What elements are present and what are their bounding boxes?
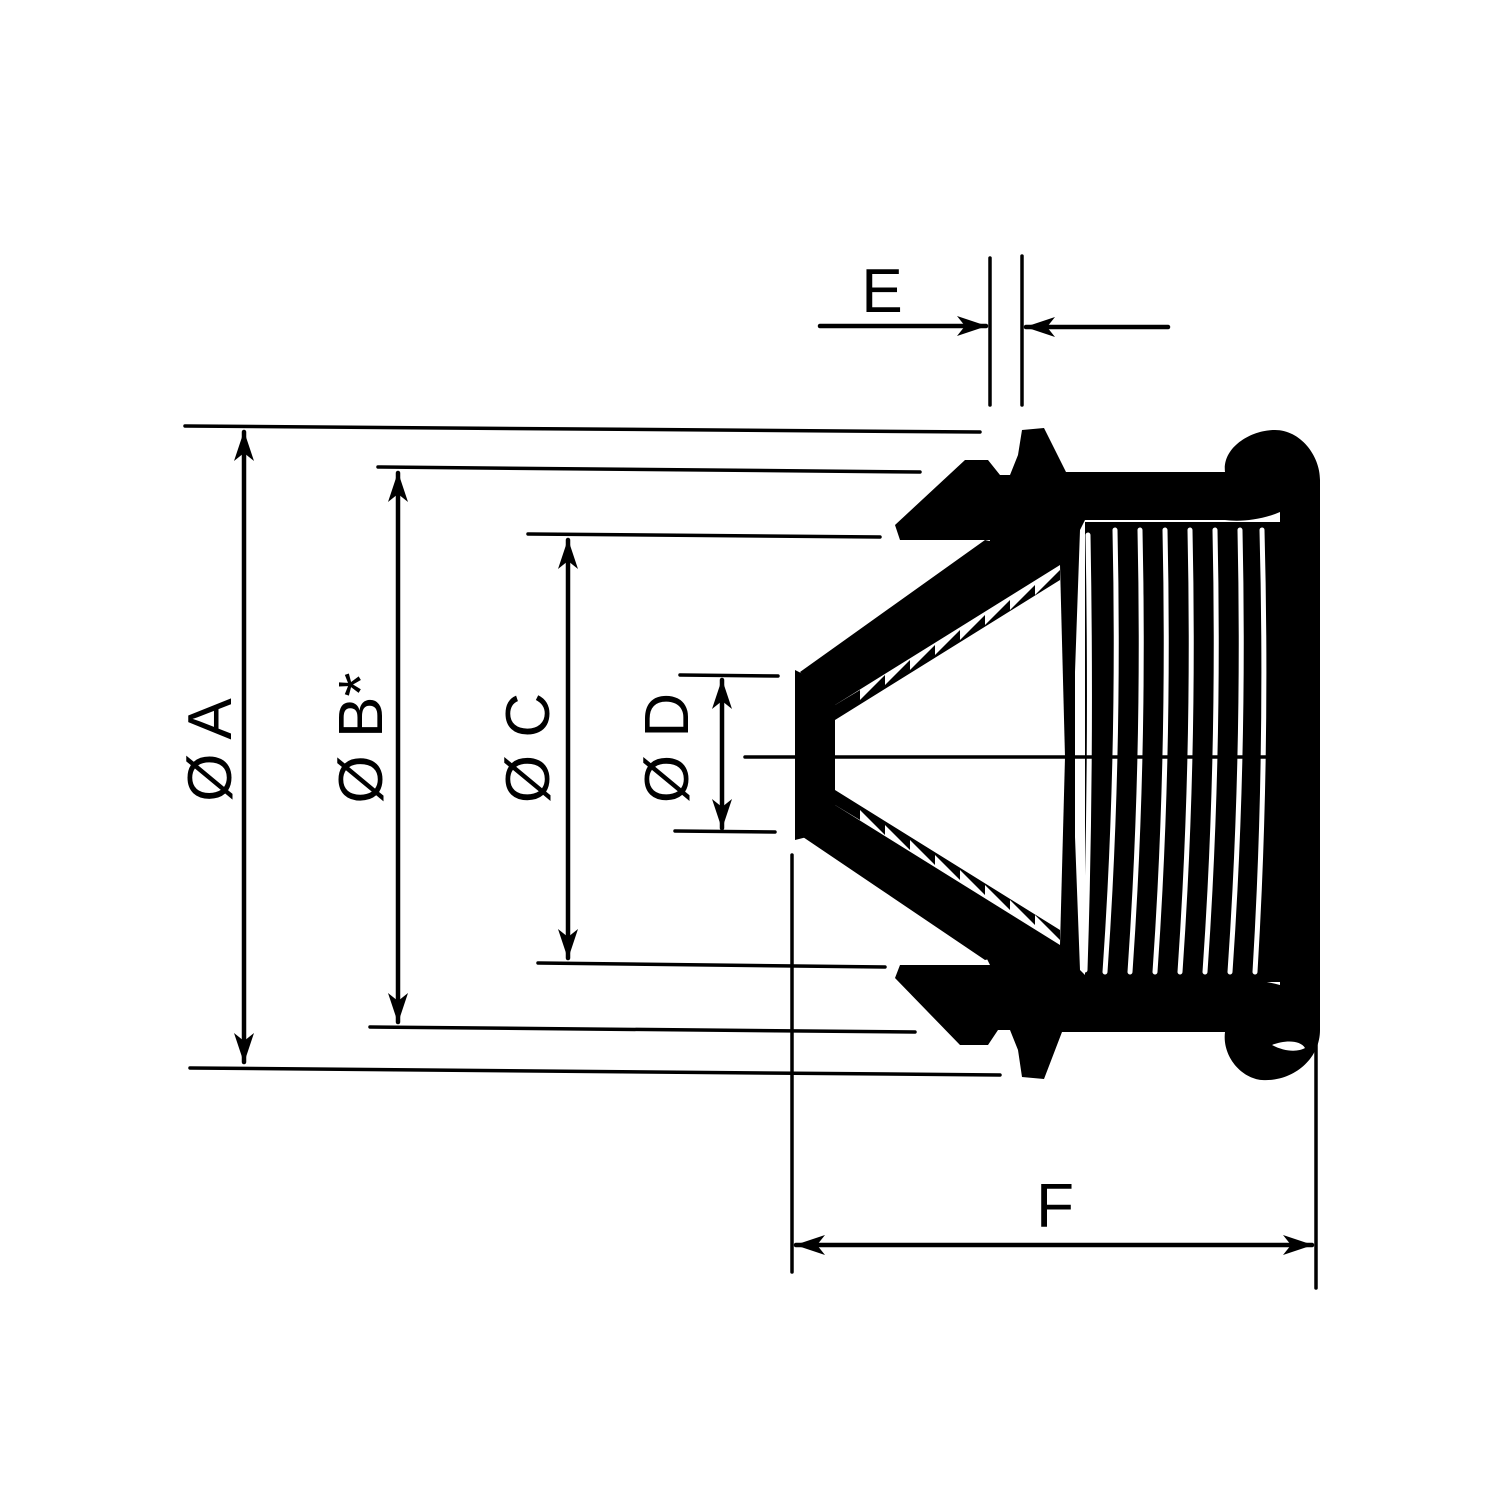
ring-groove xyxy=(1272,1041,1305,1051)
upper-section xyxy=(895,428,1320,757)
fitting-body xyxy=(795,428,1320,1081)
cup-wall xyxy=(1285,480,1320,1030)
dimension-e: E xyxy=(817,257,1171,337)
cone-bore-upper xyxy=(835,565,1065,757)
label-dia-a: Ø A xyxy=(176,698,245,802)
extension-lines xyxy=(183,254,1318,1290)
dimension-b: Ø B* xyxy=(327,470,408,1025)
label-e: E xyxy=(861,257,902,326)
label-dia-b: Ø B* xyxy=(327,673,396,804)
dimension-c: Ø C xyxy=(494,537,578,961)
serration-upper xyxy=(835,570,1060,720)
serration-lower xyxy=(835,790,1060,940)
dimension-d: Ø D xyxy=(633,677,732,831)
label-dia-c: Ø C xyxy=(494,693,563,803)
dimension-a: Ø A xyxy=(176,429,254,1065)
label-f: F xyxy=(1036,1172,1074,1241)
label-dia-d: Ø D xyxy=(633,693,702,803)
internal-thread xyxy=(1082,522,1280,982)
lower-section xyxy=(895,757,1320,1081)
dimension-f: F xyxy=(793,1172,1315,1255)
nose xyxy=(795,670,835,840)
